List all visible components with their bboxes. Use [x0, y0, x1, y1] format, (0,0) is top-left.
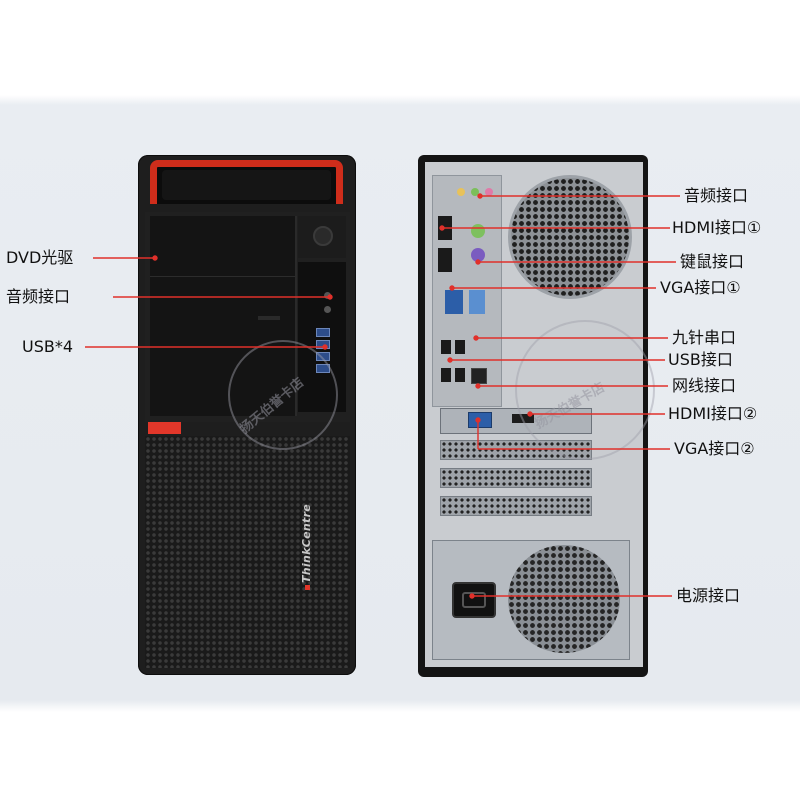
usb-port-icon: [316, 328, 330, 337]
power-button-icon: [313, 226, 333, 246]
front-handle-inner: [162, 170, 331, 200]
hdmi-port-icon: [438, 248, 452, 272]
label-usb: USB接口: [668, 350, 733, 369]
front-mesh-grille: [145, 436, 350, 668]
label-vga-2: VGA接口②: [674, 439, 755, 458]
vga-port-icon: [445, 290, 463, 314]
label-hdmi-1: HDMI接口①: [672, 218, 762, 237]
expansion-slot: [440, 496, 592, 516]
leader-dot: [473, 335, 479, 341]
usb-port-icon: [455, 340, 465, 354]
leader-dot: [449, 285, 455, 291]
label-front-usb: USB*4: [22, 337, 74, 356]
label-serial: 九针串口: [672, 328, 737, 347]
leader-dot: [475, 383, 481, 389]
leader-dot: [152, 255, 158, 261]
leader-dot: [322, 344, 328, 350]
red-eject-tab: [148, 422, 181, 434]
label-power: 电源接口: [676, 586, 741, 605]
audio-jack-icon: [324, 292, 331, 299]
power-socket-icon: [452, 582, 496, 618]
watermark-seal: [515, 320, 655, 460]
leader-dot: [447, 357, 453, 363]
watermark-seal: [228, 340, 338, 450]
usb-port-icon: [441, 340, 451, 354]
label-dvd-drive: DVD光驱: [6, 248, 74, 267]
rear-io-shield: [432, 175, 502, 407]
leader-dot: [477, 193, 483, 199]
leader-dot: [475, 417, 481, 423]
audio-jack-icon: [457, 188, 465, 196]
leader-dot: [327, 294, 333, 300]
leader-dot: [439, 225, 445, 231]
audio-jack-icon: [324, 306, 331, 313]
label-ethernet: 网线接口: [672, 376, 737, 395]
psu-fan-grille: [508, 545, 620, 653]
label-vga-1: VGA接口①: [660, 278, 741, 297]
label-hdmi-2: HDMI接口②: [668, 404, 758, 423]
audio-jack-icon: [471, 188, 479, 196]
leader-dot: [475, 259, 481, 265]
audio-jack-icon: [485, 188, 493, 196]
label-rear-audio: 音频接口: [684, 186, 749, 205]
serial-port-icon: [469, 290, 485, 314]
label-front-audio: 音频接口: [6, 287, 71, 306]
label-ps2: 键鼠接口: [680, 252, 745, 271]
leader-dot: [469, 593, 475, 599]
usb-port-icon: [455, 368, 465, 382]
leader-dot: [527, 411, 533, 417]
ps2-mouse-icon: [471, 248, 485, 262]
expansion-slot: [440, 468, 592, 488]
usb-port-icon: [441, 368, 451, 382]
